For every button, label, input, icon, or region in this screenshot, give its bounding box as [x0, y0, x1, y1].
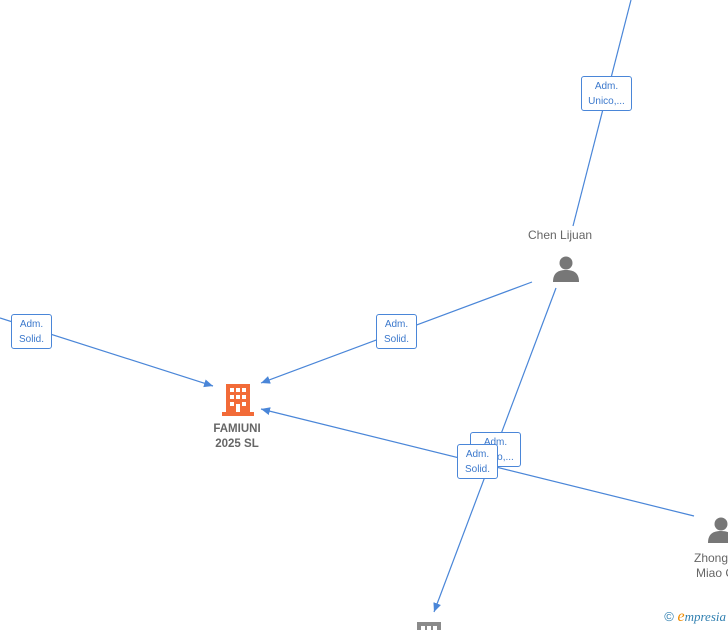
edge-label-middle[interactable]: Adm. Solid. — [376, 314, 417, 349]
node-label-line1: FAMIUNI — [213, 423, 261, 435]
person-icon-zhong[interactable] — [708, 517, 728, 544]
edge-label-top[interactable]: Adm. Unico,... — [581, 76, 632, 111]
edge-label-left[interactable]: Adm. Solid. — [11, 314, 52, 349]
person-icon[interactable] — [553, 256, 579, 283]
edge-top — [572, 0, 632, 227]
edge-label-lower-front[interactable]: Adm. Solid. — [457, 444, 498, 479]
node-label-chen-lijuan[interactable]: Chen Lijuan — [528, 228, 593, 242]
edge-label-line2: Solid. — [464, 464, 490, 475]
brand-logo-e: e — [677, 608, 685, 625]
edge-label-line2: Solid. — [383, 334, 409, 345]
node-label-zhong[interactable]: Zhong Miao C — [694, 551, 728, 581]
edge-label-line1: Adm. — [465, 449, 490, 460]
edge-label-line1: Adm. — [483, 437, 508, 448]
empresia-watermark: © empresia — [664, 608, 726, 626]
edge-label-line1: Adm. — [594, 81, 619, 92]
node-label-line2: Miao C — [696, 566, 728, 580]
edge-label-line1: Adm. — [19, 319, 44, 330]
copyright-icon: © — [664, 609, 674, 624]
company-building-icon[interactable] — [222, 384, 254, 416]
node-label-famiuni[interactable]: FAMIUNI 2025 SL — [204, 422, 270, 452]
node-label-line2: 2025 SL — [215, 438, 259, 450]
edge-label-line2: Solid. — [18, 334, 44, 345]
node-label-line1: Zhong — [694, 551, 728, 565]
company-building-icon-bottom[interactable] — [417, 622, 441, 630]
brand-logo-text: mpresia — [684, 609, 726, 624]
edge-label-line1: Adm. — [384, 319, 409, 330]
edge-label-line2: Unico,... — [588, 96, 625, 107]
